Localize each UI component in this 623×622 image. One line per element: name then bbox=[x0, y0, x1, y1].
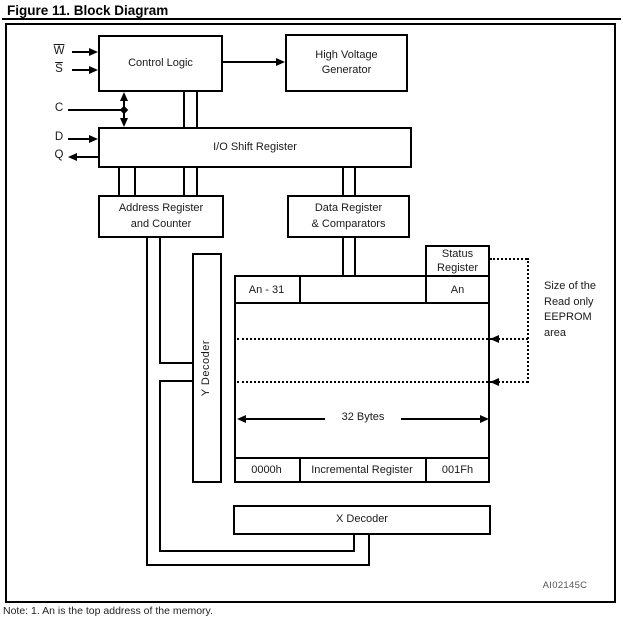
address-routing-wire bbox=[368, 534, 370, 566]
signal-label-s: S bbox=[55, 63, 63, 75]
address-register-label: Address Register and Counter bbox=[118, 202, 204, 230]
io-shift-register-block: I/O Shift Register bbox=[98, 127, 412, 168]
memory-cell-001fh: 001Fh bbox=[441, 464, 474, 476]
bus-line bbox=[354, 168, 356, 195]
x-decoder-block: X Decoder bbox=[233, 505, 491, 535]
ydecoder-routing-wire bbox=[159, 550, 355, 552]
bus-line bbox=[118, 168, 120, 195]
ydecoder-routing-wire bbox=[159, 380, 194, 382]
title-rule bbox=[2, 18, 621, 20]
signal-label-w: W bbox=[53, 45, 65, 57]
q-output-arrow bbox=[76, 156, 98, 158]
y-decoder-label: Y Decoder bbox=[200, 339, 213, 397]
memory-cell-an31: An - 31 bbox=[248, 283, 285, 296]
memory-grid-line bbox=[234, 302, 490, 304]
control-logic-label: Control Logic bbox=[128, 56, 193, 69]
w-input-arrow bbox=[72, 51, 92, 53]
address-to-ydecoder-wire bbox=[159, 362, 194, 364]
w-arrowhead bbox=[89, 48, 98, 56]
data-register-label: Data Register & Comparators bbox=[311, 202, 386, 230]
d-input-arrow bbox=[68, 138, 92, 140]
d-arrowhead bbox=[89, 135, 98, 143]
c-bidir-line bbox=[123, 99, 125, 123]
bus-line bbox=[196, 168, 198, 195]
bus-line bbox=[183, 168, 185, 195]
control-to-hvgen-line bbox=[223, 61, 279, 63]
memory-cell-incremental-register: Incremental Register bbox=[311, 464, 413, 476]
s-arrowhead bbox=[89, 66, 98, 74]
signal-label-d: D bbox=[54, 131, 64, 143]
figure-border bbox=[5, 23, 616, 603]
y-decoder-block: Y Decoder bbox=[192, 253, 222, 483]
signal-label-c: C bbox=[54, 102, 64, 114]
status-register-block: Status Register bbox=[425, 245, 490, 277]
ydecoder-routing-wire bbox=[353, 534, 355, 552]
high-voltage-generator-block: High Voltage Generator bbox=[285, 34, 408, 92]
io-shift-register-label: I/O Shift Register bbox=[213, 140, 297, 153]
c-arrowhead-down bbox=[120, 118, 128, 127]
q-arrowhead bbox=[68, 153, 77, 161]
readonly-boundary-arrowhead bbox=[490, 378, 499, 386]
memory-grid-line bbox=[299, 457, 301, 483]
readonly-bracket-line bbox=[527, 258, 529, 383]
readonly-area-annotation: Size of the Read only EEPROM area bbox=[544, 280, 596, 339]
bus-line bbox=[196, 92, 198, 127]
c-arrowhead-up bbox=[120, 92, 128, 101]
address-to-ydecoder-wire bbox=[159, 238, 161, 364]
s-input-arrow bbox=[72, 69, 92, 71]
bus-line bbox=[342, 168, 344, 195]
memory-grid-line bbox=[299, 275, 301, 304]
readonly-boundary-arrowhead bbox=[490, 335, 499, 343]
bus-line bbox=[134, 168, 136, 195]
width-label-32bytes: 32 Bytes bbox=[325, 411, 401, 423]
control-to-hvgen-arrowhead bbox=[276, 58, 285, 66]
figure-note: Note: 1. An is the top address of the me… bbox=[3, 605, 213, 617]
figure-title: Figure 11. Block Diagram bbox=[7, 3, 169, 18]
control-logic-block: Control Logic bbox=[98, 35, 223, 92]
address-routing-wire bbox=[146, 564, 370, 566]
bus-line bbox=[354, 238, 356, 275]
bus-line bbox=[183, 92, 185, 127]
readonly-boundary-line bbox=[237, 338, 528, 340]
memory-grid-line bbox=[234, 457, 490, 459]
width-arrowhead-left bbox=[237, 415, 246, 423]
address-register-block: Address Register and Counter bbox=[98, 195, 224, 238]
ydecoder-routing-wire bbox=[159, 380, 161, 552]
status-register-label: Status Register bbox=[437, 247, 478, 274]
readonly-boundary-line bbox=[237, 381, 528, 383]
x-decoder-label: X Decoder bbox=[336, 513, 388, 526]
memory-grid-line bbox=[425, 457, 427, 483]
signal-label-q: Q bbox=[54, 149, 64, 161]
memory-cell-0000h: 0000h bbox=[251, 464, 282, 476]
readonly-bracket-line bbox=[490, 258, 527, 260]
data-register-block: Data Register & Comparators bbox=[287, 195, 410, 238]
memory-array bbox=[234, 275, 490, 483]
width-arrowhead-right bbox=[480, 415, 489, 423]
figure-reference: AI02145C bbox=[542, 580, 588, 591]
high-voltage-generator-label: High Voltage Generator bbox=[315, 48, 378, 76]
memory-cell-an: An bbox=[450, 283, 465, 296]
bus-line bbox=[342, 238, 344, 275]
c-clock-line bbox=[68, 109, 124, 111]
memory-grid-line bbox=[425, 275, 427, 304]
address-routing-wire bbox=[146, 238, 148, 566]
